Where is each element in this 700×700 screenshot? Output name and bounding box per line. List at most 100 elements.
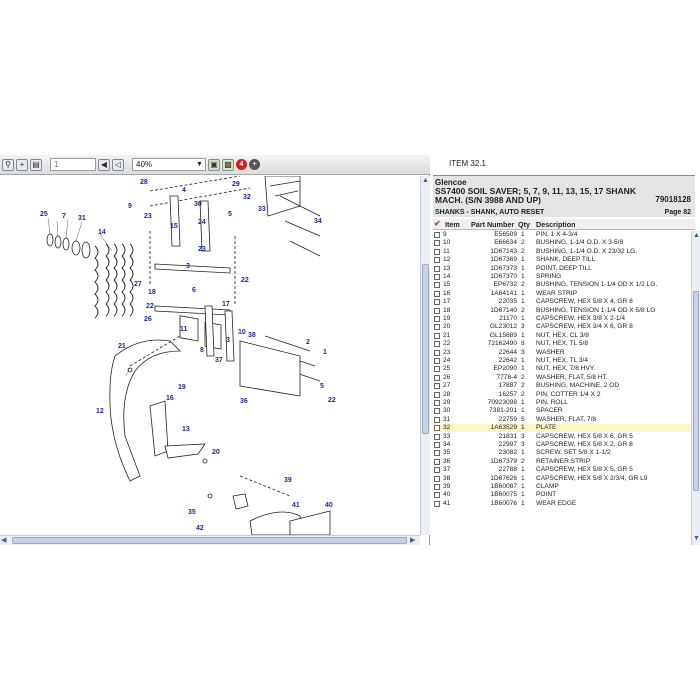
row-checkbox[interactable] [434,307,440,314]
row-qty: 1 [521,449,525,457]
row-checkbox[interactable] [434,484,440,490]
first-page-icon[interactable]: ◀ [98,158,110,171]
scroll-thumb[interactable] [693,291,699,491]
row-checkbox[interactable] [434,458,440,465]
diagram-vertical-scrollbar[interactable]: ▲ [420,176,430,535]
row-checkbox[interactable] [434,290,440,297]
row-checkbox[interactable] [434,416,440,423]
info-badge-icon[interactable]: 4 [236,159,247,170]
row-part-number: 1D67140 [490,306,517,314]
row-checkbox[interactable] [434,299,440,306]
row-checkbox[interactable] [434,240,440,247]
page-number-input[interactable]: 1 [50,158,96,171]
add-icon[interactable]: + [249,159,260,170]
row-checkbox[interactable] [434,324,440,331]
row-checkbox[interactable] [434,257,440,264]
row-checkbox[interactable] [434,467,440,474]
row-checkbox[interactable] [434,391,440,398]
row-checkbox[interactable] [434,450,440,457]
row-checkbox[interactable] [434,425,440,432]
row-item-number: 32 [443,424,451,432]
row-checkbox[interactable] [434,316,440,322]
zoom-in-icon[interactable]: + [16,158,28,171]
row-checkbox[interactable] [434,492,440,499]
row-checkbox[interactable] [434,349,440,356]
row-checkbox[interactable] [434,232,440,238]
row-checkbox[interactable] [434,433,440,440]
scroll-down-icon[interactable]: ▼ [693,535,700,542]
row-checkbox[interactable] [434,442,440,448]
prev-page-icon[interactable]: ◁ [112,158,124,171]
row-part-number: E66634 [494,239,517,247]
parts-vertical-scrollbar[interactable]: ▲ ▼ [691,231,700,545]
row-checkbox[interactable] [434,408,440,415]
row-checkbox[interactable] [434,383,440,390]
row-checkbox[interactable] [434,358,440,364]
row-item-number: 16 [443,289,451,297]
print-icon[interactable]: ▤ [30,158,42,171]
scroll-up-icon[interactable]: ▲ [422,177,429,184]
row-checkbox[interactable] [434,374,440,381]
row-checkbox[interactable] [434,500,440,507]
scroll-left-icon[interactable]: ◀ [1,537,7,544]
row-checkbox[interactable] [434,248,440,255]
row-checkbox[interactable] [434,366,440,373]
column-description[interactable]: Description [536,220,576,229]
column-item[interactable]: Item [445,220,460,229]
viewer-toolbar: ⚲ + ▤ 1 ◀ ◁ 40% ▼ ▣ ▩ 4 + [0,155,430,175]
row-checkbox[interactable] [434,332,440,339]
diagram-horizontal-scrollbar[interactable]: ◀ ▶ [0,535,420,545]
exploded-parts-diagram[interactable]: 28 4 30 29 32 33 34 9 23 15 24 5 25 31 7… [0,176,420,535]
check-icon[interactable]: ✔ [434,219,441,228]
scroll-thumb[interactable] [422,264,429,434]
zoom-select[interactable]: 40% ▼ [132,158,206,171]
scroll-thumb[interactable] [12,537,407,544]
row-checkbox[interactable] [434,341,440,348]
scroll-up-icon[interactable]: ▲ [693,232,700,239]
fit-width-icon[interactable]: ▩ [222,158,234,171]
row-checkbox[interactable] [434,282,440,289]
row-checkbox[interactable] [434,400,440,406]
row-checkbox[interactable] [434,265,440,272]
fit-page-icon[interactable]: ▣ [208,158,220,171]
column-qty[interactable]: Qty [518,220,530,229]
column-part-number[interactable]: Part Number [471,220,515,229]
search-icon[interactable]: ⚲ [2,158,14,171]
scroll-right-icon[interactable]: ▶ [410,537,416,544]
row-checkbox[interactable] [434,274,440,280]
row-checkbox[interactable] [434,475,440,482]
